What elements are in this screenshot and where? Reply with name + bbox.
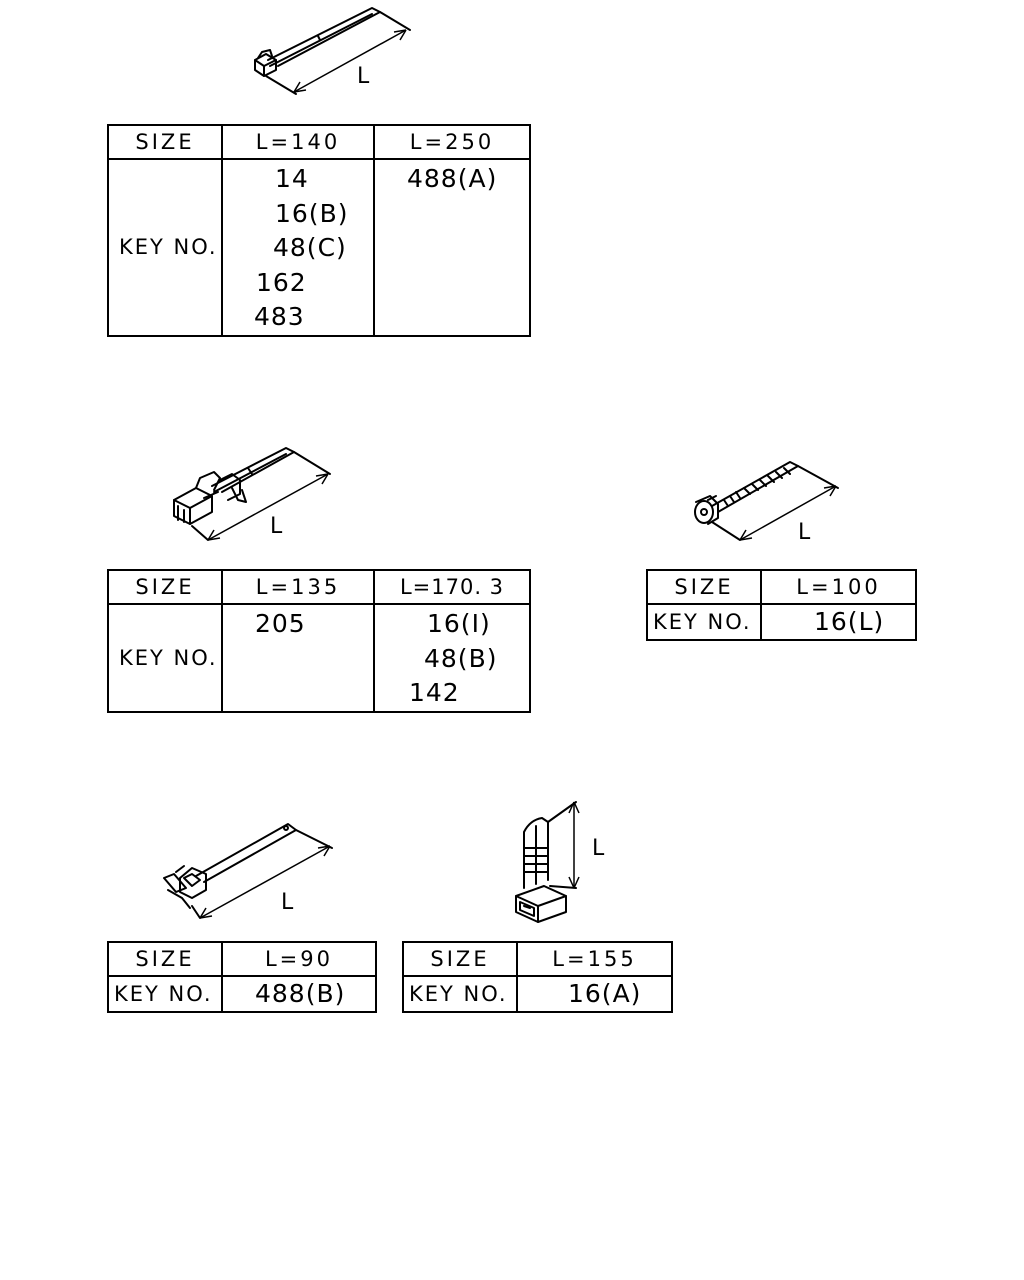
key-number: 142 [409,678,460,707]
size-value: L=155 [516,941,673,977]
key-number: 488(B) [221,975,377,1013]
size-header: SIZE [107,941,223,977]
dimension-label-l: L [270,514,283,539]
key-number: 16(I) [427,609,491,638]
size-value: L=250 [373,124,531,160]
spec-table-4: SIZE L=90 KEY NO. 488(B) [107,941,377,1013]
spec-table-2: SIZE L=135 L=170. 3 KEY NO. 205 16(I) 48… [107,569,531,713]
dimension-label-l: L [281,890,294,915]
size-header: SIZE [107,124,223,160]
dimension-label-l: L [592,836,605,861]
size-value: L=140 [221,124,375,160]
key-no-header: KEY NO. [107,603,223,713]
size-header: SIZE [646,569,762,605]
key-number: 162 [256,267,307,297]
spec-table-1: SIZE L=140 L=250 KEY NO. 14 16(B) 48(C) … [107,124,531,337]
key-no-header: KEY NO. [107,158,223,337]
size-header: SIZE [402,941,518,977]
key-number: 483 [254,302,305,331]
spec-table-5: SIZE L=155 KEY NO. 16(A) [402,941,673,1013]
size-value: L=90 [221,941,377,977]
dimension-label-l: L [798,520,811,545]
key-number: 16(A) [516,975,673,1013]
key-list: 16(I) 48(B) 142 [373,603,531,713]
key-list: 205 [221,603,375,713]
size-value: L=100 [760,569,917,605]
key-number: 48(C) [273,233,347,262]
key-list: 14 16(B) 48(C) 162 483 [221,158,375,337]
key-number: 16(L) [760,603,917,641]
size-header: SIZE [107,569,223,605]
dimension-label-l: L [357,64,370,89]
key-no-header: KEY NO. [646,603,762,641]
size-value: L=170. 3 [373,569,531,605]
key-number: 14 [275,164,309,193]
key-number: 488(A) [407,164,498,193]
key-number: 205 [255,609,306,638]
key-number: 16(B) [275,198,349,228]
key-no-header: KEY NO. [402,975,518,1013]
key-no-header: KEY NO. [107,975,223,1013]
spec-table-3: SIZE L=100 KEY NO. 16(L) [646,569,917,641]
size-value: L=135 [221,569,375,605]
key-list: 488(A) [373,158,531,337]
key-number: 48(B) [424,643,498,673]
